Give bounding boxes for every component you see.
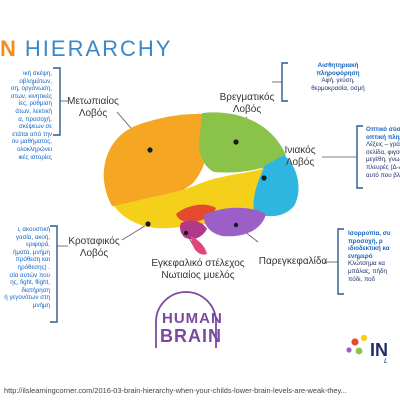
frontal-note-line: άτων, λεκτική (15, 107, 52, 115)
temporal-note-line: μνήμη (32, 301, 50, 309)
occipital-note-line: αυτό που βλέ (366, 171, 400, 179)
title-part-2: HIERARCHY (24, 36, 173, 61)
frontal-note-line: ετάται από την (12, 130, 52, 138)
source-url[interactable]: http://ilslearningcorner.com/2016-03-bra… (4, 386, 347, 395)
cerebellum-note-line: Ισορροπία, συ (348, 230, 391, 237)
occipital-note-line: Λέξεις – γράμμ (366, 141, 400, 149)
frontal-note-line: ική σκέψη, (23, 70, 52, 77)
frontal-note-line: α, προσοχή. (18, 115, 52, 123)
brainstem-label-line-2: Νωτιαίος μυελός (161, 270, 235, 281)
occipital-note-line: σελίδα, φιγού (366, 148, 400, 156)
temporal-note-line: πρόθεση και (15, 256, 50, 264)
frontal-marker-dot (147, 147, 153, 153)
occipital-lobe-region (252, 155, 299, 217)
temporal-lobe-label: Κροταφικός Λοβός (64, 236, 124, 260)
frontal-note-line: οβλημάτων, (19, 77, 52, 85)
parietal-lobe-label: Βρεγματικός Λοβός (212, 92, 282, 116)
frontal-note-bracket (53, 67, 61, 136)
occipital-lobe-label: Ινιακός Λοβός (276, 145, 324, 169)
brainstem-label-line-1: Εγκεφαλικό στέλεχος (151, 258, 245, 269)
temporal-note-line: εριφορά, (26, 241, 50, 249)
cerebellum-note-line: προσοχή, ρ (348, 237, 383, 245)
frontal-lobe-region (103, 113, 210, 206)
brainstem-label: Εγκεφαλικό στέλεχος Νωτιαίος μυελός (148, 258, 248, 282)
occipital-lobe-label-line-1: Ινιακός (284, 145, 316, 156)
logo-human-text: HUMAN (162, 310, 223, 327)
cerebellum-note-line: Κλώτσημα κα (348, 260, 385, 268)
temporal-leader-line (121, 223, 149, 241)
brand-subtitle: L (384, 358, 388, 365)
occipital-functions-note: Οπτικό σύστηοπτική πληροΛέξεις – γράμμσε… (366, 126, 400, 179)
page-title: N HIERARCHY (0, 36, 172, 68)
occipital-note-line: μεγέθη, γνωρ (366, 156, 400, 164)
temporal-note-line: γασία, ακοή, (15, 233, 50, 241)
cerebellum-marker-dot (233, 222, 239, 228)
occipital-lobe-label-line-2: Λοβός (285, 157, 315, 168)
temporal-note-line: ήματα, μνήμη (12, 248, 50, 256)
frontal-note-line: ικές ιστορίες (18, 153, 52, 161)
occipital-note-line: πλευρές (Δ-Α), (366, 163, 400, 171)
frontal-note-line: ου μαθήματος, (11, 138, 52, 146)
frontal-lobe-label: Μετωπιαίος Λοβός (64, 96, 122, 120)
parietal-note-line: πληροφόρηση (316, 69, 360, 77)
cerebellum-label-line-1: Παρεγκεφαλίδα (258, 256, 328, 267)
occipital-marker-dot (261, 175, 267, 181)
temporal-lobe-label-line-1: Κροταφικός (68, 236, 120, 247)
temporal-marker-dot (145, 221, 151, 227)
frontal-note-line: σκέψεων σε (18, 123, 52, 131)
cerebellum-note-line: ιδιοδεκτική κα (348, 245, 390, 253)
cerebellum-region (203, 207, 266, 237)
parietal-lobe-region (199, 112, 286, 173)
temporal-note-line: ηρόθεσης) . (17, 263, 50, 271)
frontal-note-line: στων, κινητικές (10, 92, 52, 100)
logo-brain-text: BRAIN (160, 326, 222, 346)
cerebellum-note-bracket (337, 228, 344, 295)
brand-logo-icon (346, 334, 368, 355)
occipital-note-line: οπτική πληρο (366, 133, 400, 141)
temporal-note-line: σία αυτών που (9, 271, 50, 279)
parietal-note-bracket (281, 62, 288, 102)
brand-name: IN (370, 340, 388, 360)
frontal-note-line: ση, οργάνωση, (10, 85, 52, 93)
temporal-note-line: διατήρηση (21, 286, 50, 294)
frontal-lobe-label-line-2: Λοβός (78, 108, 108, 119)
frontal-note-line: ολοκληρώνει (17, 145, 52, 153)
brainstem-marker-dot (183, 230, 189, 236)
parietal-note-line: Αφή, γεύση, (321, 77, 355, 85)
title-part-1: N (0, 36, 17, 61)
parietal-lobe-label-line-1: Βρεγματικός (219, 92, 275, 103)
parietal-marker-dot (233, 139, 239, 145)
frontal-lobe-label-line-1: Μετωπιαίος (67, 96, 119, 107)
temporal-note-line: ης, fight, flight, (10, 279, 50, 287)
occipital-note-line: Οπτικό σύστη (366, 126, 400, 133)
frontal-note-line: ίες, ρύθμιση (18, 100, 52, 108)
parietal-lobe-label-line-2: Λοβός (232, 104, 262, 115)
cerebellum-note-line: ενημερό (348, 252, 373, 260)
parietal-note-line: Αισθητηριακή (317, 62, 359, 69)
temporal-note-line: ι, ακουστική (17, 226, 50, 233)
occipital-note-bracket (356, 125, 363, 189)
temporal-note-line: ή γεγονότων στη (4, 294, 50, 302)
cerebellum-label: Παρεγκεφαλίδα (256, 256, 330, 268)
frontal-functions-note: ική σκέψη,οβλημάτων,ση, οργάνωση,στων, κ… (0, 70, 52, 161)
cerebellum-note-line: πόδι, ποδ (348, 275, 376, 283)
cerebellum-note-line: μπάλας, πήδη (348, 267, 387, 275)
temporal-lobe-label-line-2: Λοβός (79, 248, 109, 259)
spinal-cord-region (191, 236, 207, 255)
logo-arc (155, 291, 217, 348)
parietal-note-line: θερμοκρασία, οσμή (311, 84, 365, 92)
temporal-note-bracket (50, 225, 58, 323)
